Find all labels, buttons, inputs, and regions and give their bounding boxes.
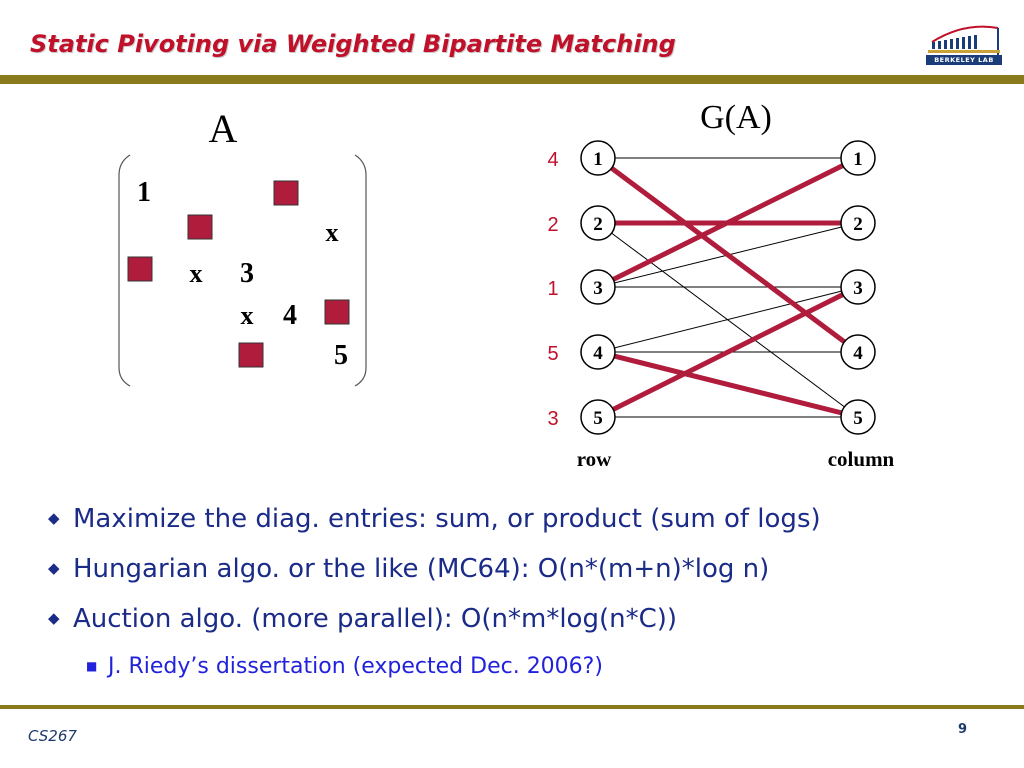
row-node xyxy=(580,269,616,305)
logo-text: BERKELEY LAB xyxy=(926,55,1002,65)
column-node-label: 5 xyxy=(853,408,863,429)
row-node xyxy=(580,140,616,176)
page-number: 9 xyxy=(958,722,968,737)
column-node xyxy=(840,140,876,176)
title-divider xyxy=(0,75,1024,84)
column-node-label: 2 xyxy=(853,214,863,235)
footer-divider xyxy=(0,705,1024,709)
matching-label: 2 xyxy=(547,214,558,236)
row-node-label: 2 xyxy=(593,214,603,235)
footer-course: CS267 xyxy=(28,727,77,745)
nonzero-3-1 xyxy=(127,256,153,282)
berkeley-lab-logo xyxy=(928,25,1000,56)
diamond-bullet-icon: ◆ xyxy=(48,559,60,577)
nonzero-2-2 xyxy=(187,214,213,240)
nonzero-4-5 xyxy=(324,299,350,325)
row-node xyxy=(580,205,616,241)
row-node xyxy=(580,334,616,370)
diag-entry: 5 xyxy=(334,340,348,371)
nonzero-5-3 xyxy=(238,342,264,368)
diag-entry: 3 xyxy=(240,258,254,289)
fill-mark: x xyxy=(241,301,254,330)
matching-edge xyxy=(596,155,860,355)
matching-edge xyxy=(596,284,860,420)
matrix-right-bracket xyxy=(354,154,367,387)
matrix-left-bracket xyxy=(118,154,131,387)
row-node xyxy=(580,399,616,435)
matching-edge xyxy=(597,349,859,420)
row-label: row xyxy=(577,447,612,471)
square-bullet-icon: ■ xyxy=(86,659,98,673)
graph-title: G(A) xyxy=(700,99,772,136)
column-node xyxy=(840,399,876,435)
column-node-label: 1 xyxy=(853,149,863,170)
column-node xyxy=(840,205,876,241)
graph-edge xyxy=(597,286,859,353)
row-node-label: 4 xyxy=(593,343,603,364)
bullet-item: ◆Hungarian algo. or the like (MC64): O(n… xyxy=(48,554,770,584)
matching-label: 4 xyxy=(547,149,558,171)
bullet-list: ◆Maximize the diag. entries: sum, or pro… xyxy=(48,500,821,690)
row-node-label: 3 xyxy=(593,278,603,299)
diag-entry: 4 xyxy=(283,300,297,331)
column-node xyxy=(840,334,876,370)
bullet-item: ◆Maximize the diag. entries: sum, or pro… xyxy=(48,504,821,534)
row-node-label: 1 xyxy=(593,149,603,170)
fill-mark: x xyxy=(326,218,339,247)
matrix-title: A xyxy=(209,106,238,151)
column-label: column xyxy=(828,447,895,471)
matching-edge xyxy=(596,155,860,290)
matching-label: 5 xyxy=(547,343,558,365)
diamond-bullet-icon: ◆ xyxy=(48,509,60,527)
matrix-a: A 1 3 4 5 x x x xyxy=(118,106,367,387)
bipartite-graph: G(A) 1 2 3 4 5 1 2 3 4 5 4 2 1 5 3 row column xyxy=(547,99,895,471)
matching-label: 3 xyxy=(547,408,558,430)
column-node-label: 4 xyxy=(853,343,863,364)
column-node-label: 3 xyxy=(853,278,863,299)
bullet-item: ◆Auction algo. (more parallel): O(n*m*lo… xyxy=(48,604,678,634)
diamond-bullet-icon: ◆ xyxy=(48,609,60,627)
fill-mark: x xyxy=(190,259,203,288)
column-node xyxy=(840,269,876,305)
matching-label: 1 xyxy=(547,278,558,300)
nonzero-1-4 xyxy=(273,180,299,206)
slide-title: Static Pivoting via Weighted Bipartite M… xyxy=(30,30,676,58)
row-node-label: 5 xyxy=(593,408,603,429)
diag-entry: 1 xyxy=(137,177,151,208)
